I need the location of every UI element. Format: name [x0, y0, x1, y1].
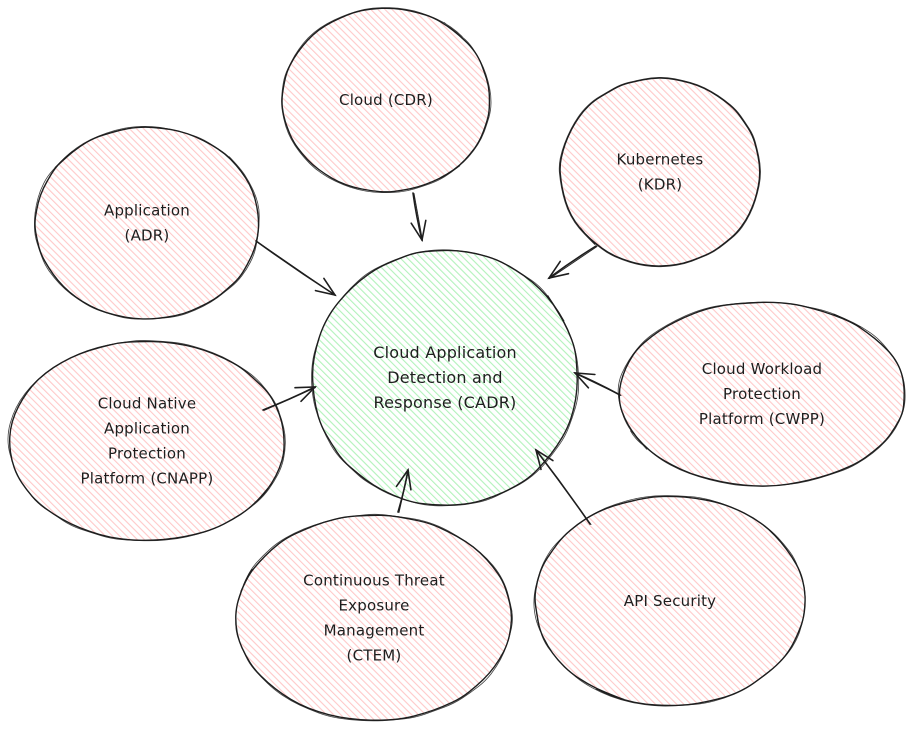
node-adr-label-line: Application	[104, 202, 190, 220]
arrowhead-icon	[294, 386, 317, 403]
node-ctem-label-line: Continuous Threat	[303, 572, 445, 590]
arrow-shaft-stroke	[413, 193, 423, 242]
arrowhead-icon	[314, 277, 337, 297]
arrowhead-icon	[573, 372, 596, 389]
arrowhead-icon	[534, 448, 554, 471]
node-kdr-label-line: (KDR)	[638, 176, 683, 194]
arrow-shaft	[412, 192, 423, 241]
arrow-shaft-stroke	[536, 450, 592, 525]
node-cnapp-label-line: Protection	[108, 445, 186, 463]
node-cdr[interactable]: Cloud (CDR)	[281, 7, 492, 194]
node-cadr-label-line: Detection and	[387, 368, 503, 387]
arrowhead-icon	[547, 260, 570, 280]
node-ctem-label-line: (CTEM)	[347, 647, 402, 665]
node-cnapp-fill	[10, 342, 284, 540]
arrowhead-icon	[395, 467, 412, 491]
arrow-shaft-stroke	[575, 373, 622, 396]
node-cwpp-outline-stroke	[617, 301, 906, 487]
arrow-shaft	[262, 386, 316, 411]
node-adr-fill	[36, 128, 258, 318]
arrow-shaft	[548, 245, 597, 279]
node-kdr-outline	[559, 77, 761, 267]
node-adr[interactable]: Application (ADR)	[34, 125, 260, 320]
node-cdr-outline-stroke	[281, 7, 492, 194]
node-kdr-label: Kubernetes (KDR)	[617, 151, 704, 194]
node-cwpp-label-line: Protection	[723, 385, 801, 403]
node-cdr-outline	[281, 7, 491, 193]
node-cadr-outline-stroke	[311, 249, 580, 507]
node-cdr-label: Cloud (CDR)	[339, 91, 433, 109]
edges-layer	[255, 192, 622, 525]
node-kdr-outline-stroke	[558, 76, 761, 268]
node-cwpp-label-line: Cloud Workload	[702, 360, 822, 378]
arrow-shaft-stroke	[398, 470, 409, 513]
node-ctem-label-line: Management	[324, 622, 425, 640]
arrow-shaft-stroke	[549, 246, 598, 280]
node-ctem-fill	[237, 516, 511, 720]
node-cadr-label-line: Response (CADR)	[374, 393, 517, 412]
node-cwpp-fill	[620, 303, 904, 485]
edge-cdr-to-cadr	[410, 192, 427, 243]
node-ctem-label-line: Exposure	[338, 597, 409, 615]
edge-ctem-to-cadr	[395, 467, 412, 513]
node-cwpp-outline	[618, 301, 905, 487]
node-cnapp-label-line: Cloud Native	[98, 395, 197, 413]
arrow-shaft-stroke	[263, 387, 316, 411]
node-cnapp-outline-stroke	[7, 340, 286, 542]
node-cdr-label-line: Cloud (CDR)	[339, 91, 433, 109]
node-cnapp-label-line: Application	[104, 420, 190, 438]
node-adr-outline-stroke	[34, 125, 260, 320]
node-api-fill	[536, 497, 804, 705]
edge-kdr-to-cadr	[547, 245, 598, 280]
node-kdr-fill	[561, 79, 759, 265]
node-kdr[interactable]: Kubernetes (KDR)	[558, 76, 761, 268]
nodes-layer: Cloud (CDR) Kubernetes (KDR) Application (AD…	[7, 7, 906, 722]
node-api-label: API Security	[624, 592, 717, 610]
node-ctem-outline-stroke	[235, 513, 513, 722]
edge-adr-to-cadr	[255, 240, 337, 297]
arrowhead-icon	[410, 219, 427, 243]
arrow-shaft-stroke	[256, 241, 336, 297]
node-adr-label-line: (ADR)	[125, 227, 170, 245]
edge-api-to-cadr	[534, 448, 592, 525]
edge-cwpp-to-cadr	[573, 372, 622, 396]
node-api-outline-stroke	[533, 495, 806, 707]
node-api-label-line: API Security	[624, 592, 717, 610]
node-cdr-fill	[283, 9, 489, 191]
node-cnapp-label-line: Platform (CNAPP)	[81, 470, 214, 488]
node-cadr-fill	[313, 251, 577, 505]
node-cadr-label-line: Cloud Application	[373, 343, 517, 362]
node-adr-label: Application (ADR)	[104, 202, 190, 245]
node-cadr-outline	[311, 249, 578, 506]
node-cwpp-label-line: Platform (CWPP)	[699, 410, 825, 428]
edge-cnapp-to-cadr	[262, 386, 317, 411]
node-kdr-label-line: Kubernetes	[617, 151, 704, 169]
node-api[interactable]: API Security	[533, 495, 806, 707]
